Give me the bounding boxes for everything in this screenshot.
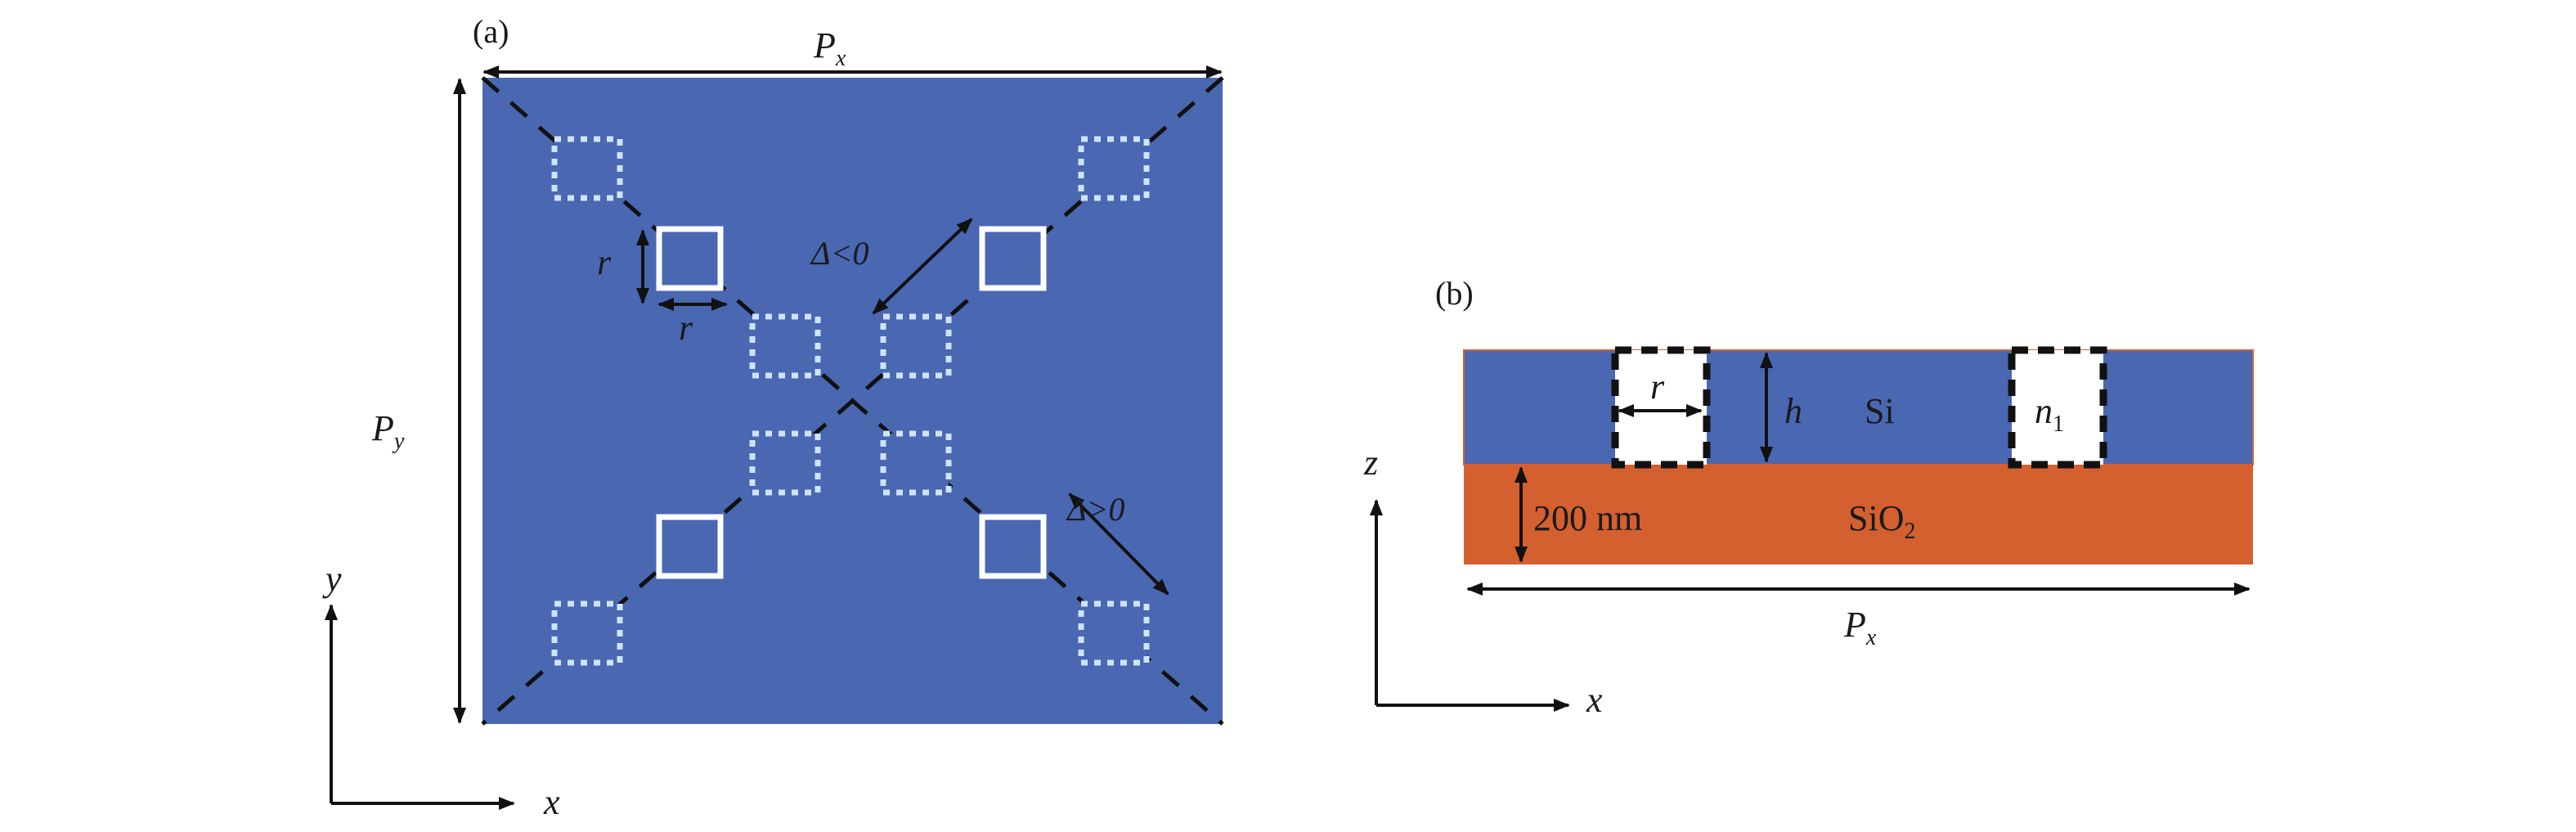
sio2-layer (1464, 465, 2253, 564)
dotted-hole (551, 600, 623, 666)
r-width-label: r (1650, 367, 1665, 407)
delta-negative-label: Δ<0 (810, 235, 868, 272)
x-axis-label-b: x (1586, 680, 1603, 720)
py-label: Py (371, 408, 405, 454)
dotted-hole-group (551, 136, 1150, 666)
solid-hole (979, 226, 1047, 291)
panel-a-label: (a) (473, 13, 509, 50)
delta-positive-arrow (1068, 492, 1169, 596)
dotted-hole (551, 136, 623, 201)
cross-section-hole (2008, 346, 2107, 469)
y-axis-label: y (322, 559, 342, 599)
h-thickness-label: h (1784, 391, 1802, 431)
x-axis-label: x (543, 782, 560, 822)
panel-b-label: (b) (1435, 275, 1474, 312)
dotted-hole (1078, 600, 1150, 666)
panel-a: (a) Px Py r (322, 13, 1224, 822)
dotted-hole (880, 430, 952, 496)
solid-hole (656, 514, 724, 579)
si-layer (1463, 349, 2254, 465)
r-horizontal-label: r (679, 308, 693, 348)
r-vertical-label: r (597, 242, 612, 282)
delta-positive-label: Δ>0 (1066, 491, 1124, 528)
dotted-hole (880, 313, 952, 379)
substrate-thickness-label: 200 nm (1533, 498, 1642, 538)
dotted-hole (749, 313, 821, 379)
dotted-hole (1078, 136, 1150, 201)
delta-negative-arrow (872, 218, 973, 315)
hole-index-label: n1 (2035, 391, 2064, 437)
si-layer-label: Si (1865, 391, 1895, 431)
z-axis-label: z (1363, 443, 1378, 483)
solid-hole (979, 514, 1047, 579)
px-label-b: Px (1843, 605, 1877, 650)
solid-hole-group (656, 226, 1047, 579)
solid-hole (656, 226, 724, 291)
panel-b: (b) r h Si n1 200 nm SiO2 Px z x (1363, 275, 2254, 720)
dotted-hole (749, 430, 821, 496)
sio2-layer-label: SiO2 (1848, 498, 1915, 544)
px-label: Px (813, 25, 846, 71)
